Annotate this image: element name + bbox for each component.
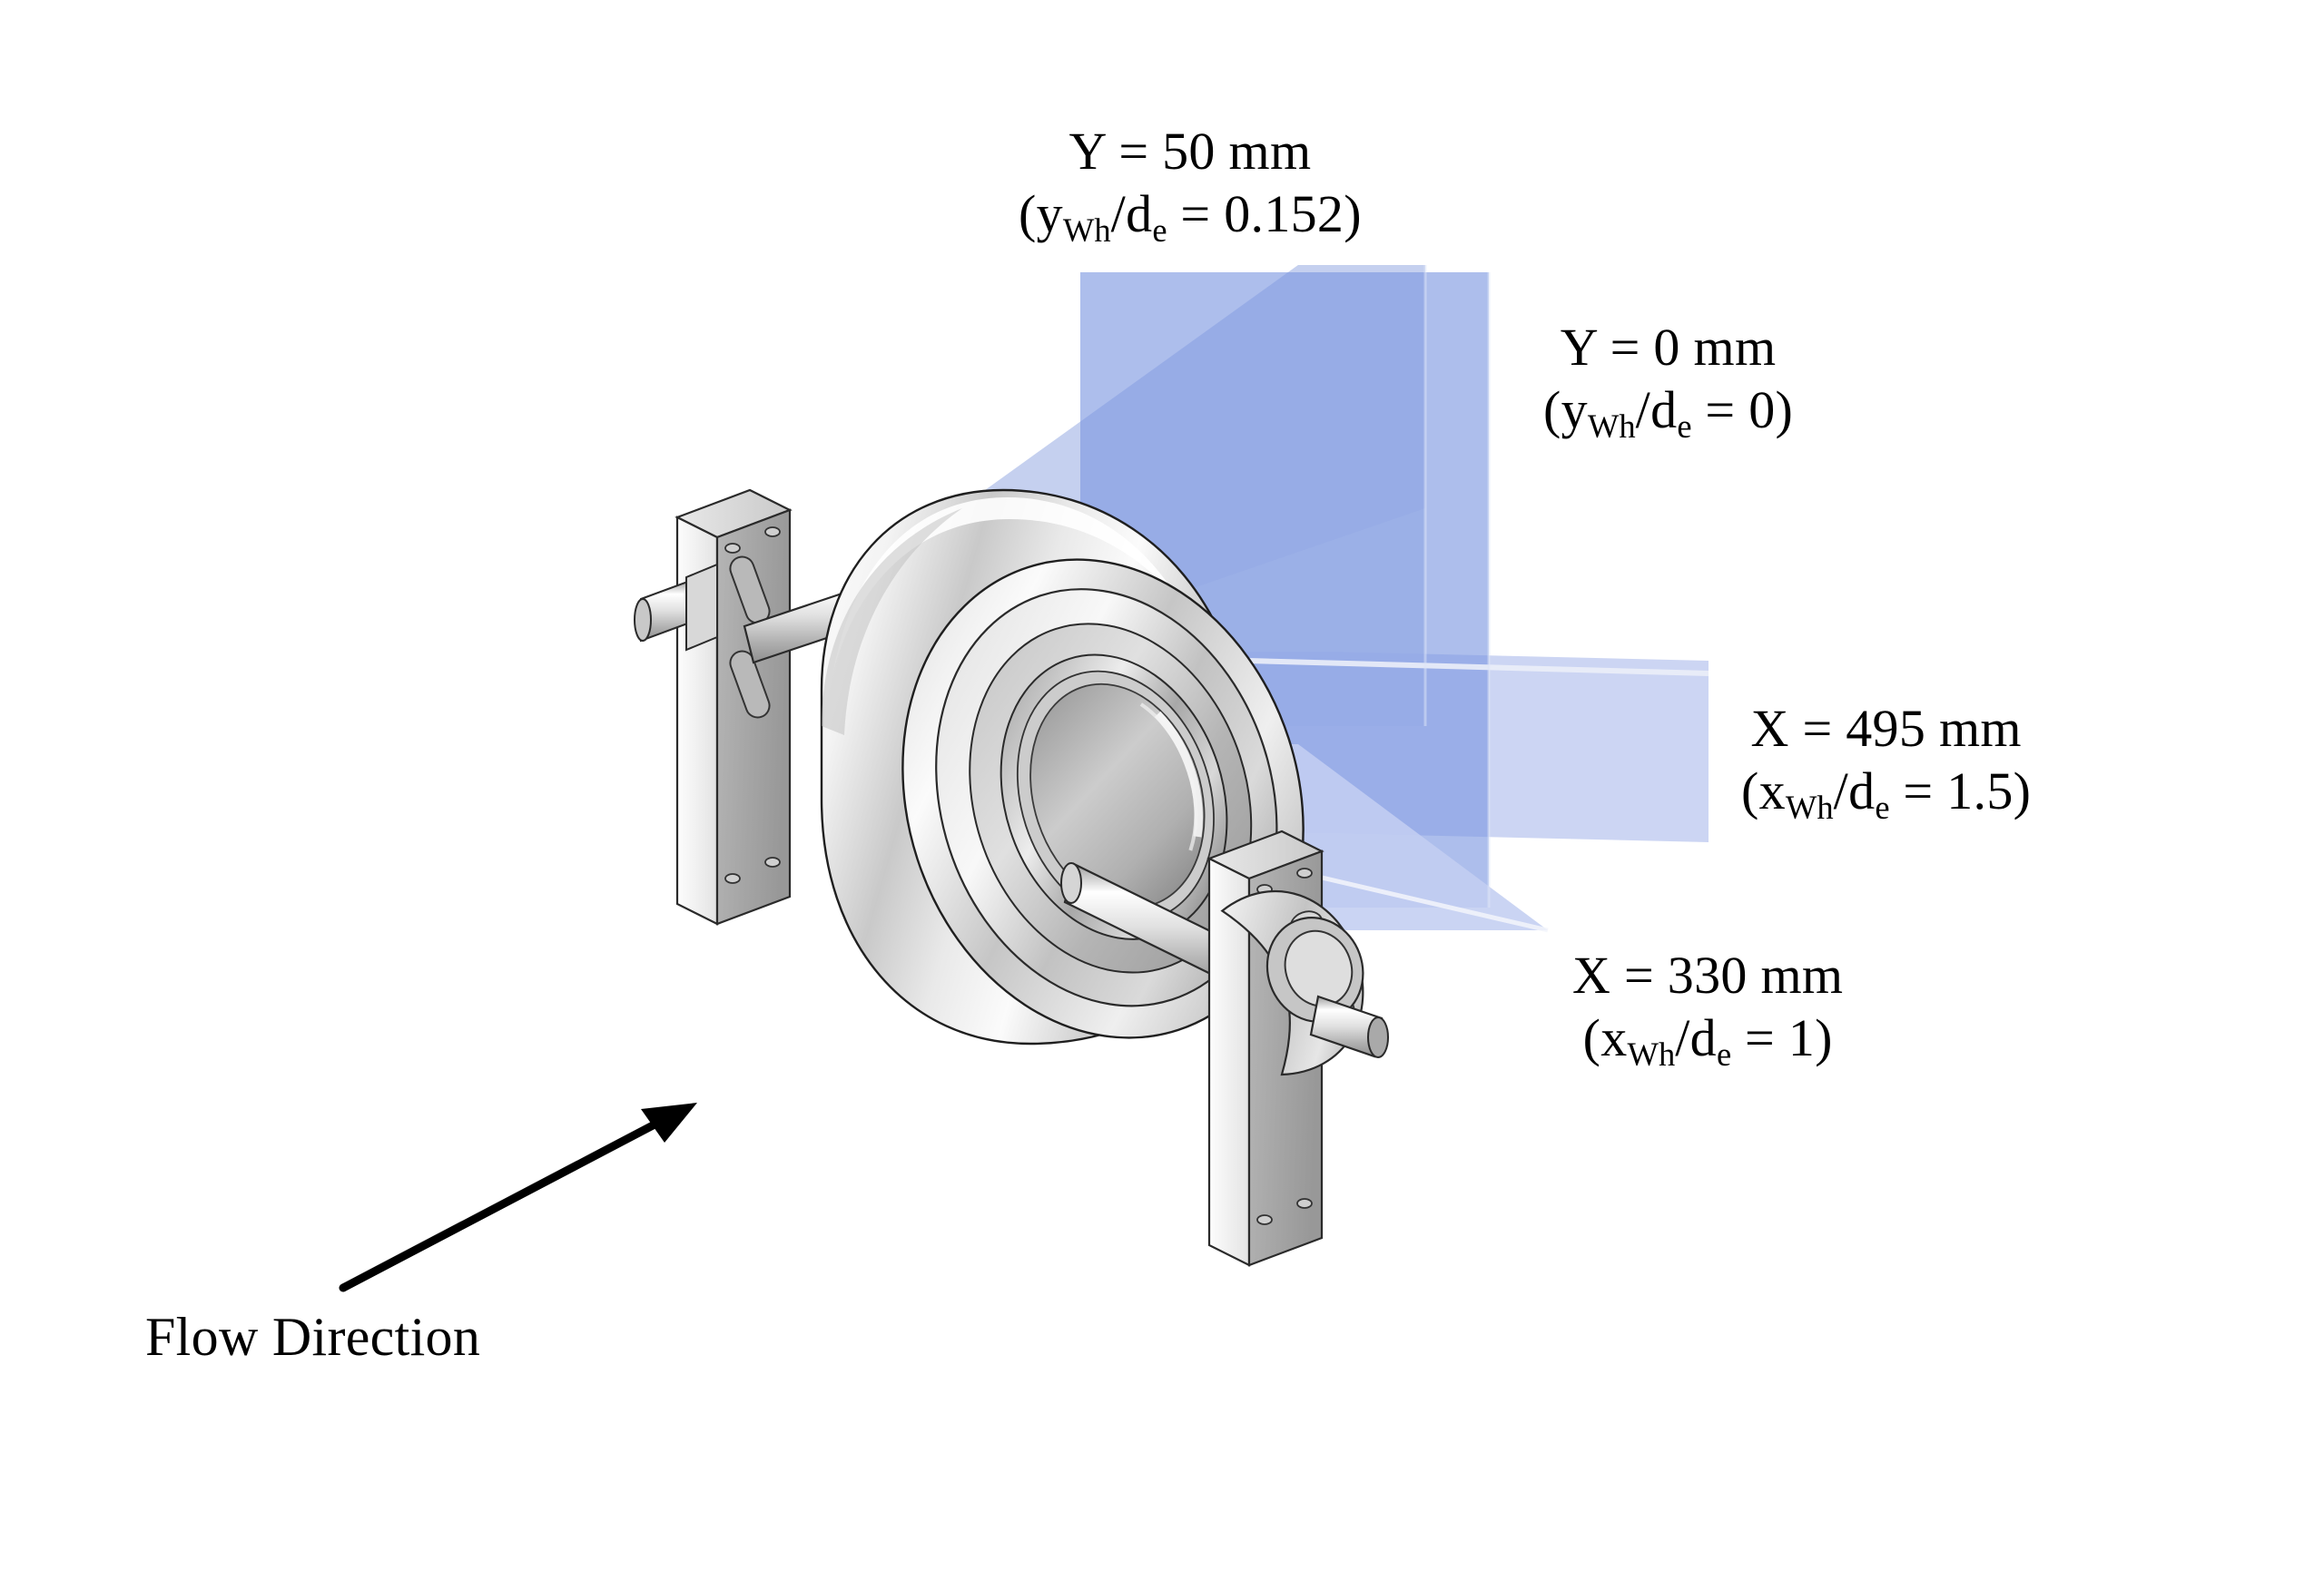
label-y-plane-0: Y = 0 mm (yWh/de = 0): [1543, 316, 1794, 445]
tire-shadow-band: [822, 508, 962, 735]
flow-direction-arrow: [339, 1103, 697, 1292]
right-bracket-hole-3: [1296, 1198, 1313, 1209]
label-y-plane-50: Y = 50 mm (yWh/de = 0.152): [1019, 120, 1362, 249]
right-bracket-hole-4: [1256, 1214, 1273, 1225]
rim-highlight-2: [1139, 702, 1198, 851]
label-x330-line1: X = 330 mm: [1572, 946, 1844, 1005]
left-bracket-slot-lower: [729, 650, 771, 719]
axle-shaft-right-cap: [1060, 862, 1082, 904]
left-bracket-hole-2: [724, 543, 741, 554]
label-x-plane-495: X = 495 mm (xWh/de = 1.5): [1741, 697, 2032, 826]
wheel-assembly: [634, 488, 1389, 1267]
label-x-plane-330: X = 330 mm (xWh/de = 1): [1572, 944, 1844, 1073]
label-y0-line1: Y = 0 mm: [1560, 318, 1777, 377]
label-y0-line2: (yWh/de = 0): [1543, 380, 1794, 445]
label-flow-direction: Flow Direction: [145, 1307, 481, 1367]
label-x495-line2: (xWh/de = 1.5): [1741, 761, 2032, 826]
label-x495-line1: X = 495 mm: [1750, 699, 2022, 758]
left-bracket-hole-1: [764, 526, 781, 537]
left-stub-shaft: [634, 563, 718, 652]
label-x330-line2: (xWh/de = 1): [1582, 1008, 1833, 1073]
tire-front-face: [901, 558, 1305, 1039]
tire-top-highlight: [833, 497, 1180, 672]
shaft-end-cap: [1367, 1016, 1389, 1058]
right-bracket-hole-1: [1296, 868, 1313, 879]
right-support-bracket: [1206, 830, 1389, 1267]
label-y50-line1: Y = 50 mm: [1068, 122, 1312, 181]
left-bracket-hole-3: [764, 857, 781, 868]
label-y50-line2: (yWh/de = 0.152): [1019, 184, 1362, 249]
left-bracket-hole-4: [724, 873, 741, 884]
left-support-bracket: [634, 488, 793, 926]
rim-highlight: [1154, 711, 1203, 838]
left-stub-collar: [685, 563, 718, 652]
